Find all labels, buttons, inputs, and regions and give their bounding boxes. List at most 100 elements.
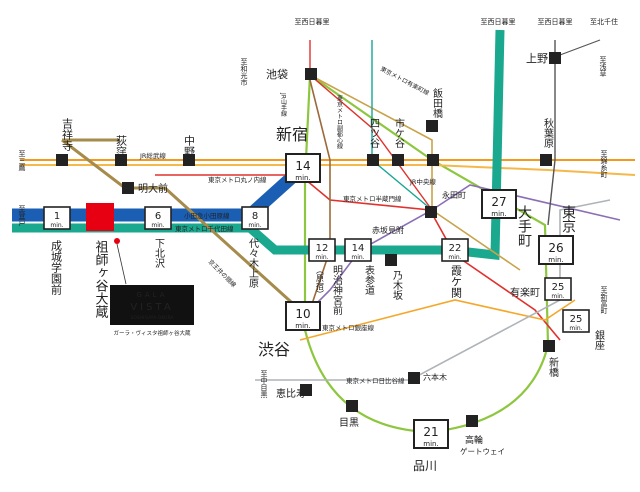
- station-yurakucho: 有楽町: [510, 286, 540, 299]
- station-yotsuya: 四ツ谷: [368, 118, 380, 149]
- unit-label: min.: [295, 174, 310, 182]
- fukutoshin-line: [309, 79, 331, 311]
- station-kasumigaseki: 霞ケ関: [450, 265, 463, 298]
- minutes-tokyo: 26: [548, 241, 563, 255]
- dir-kita-senju: 至北千住: [590, 17, 618, 26]
- ginza-line: [299, 299, 576, 341]
- station-shinagawa: 品川: [413, 459, 437, 473]
- logo-sub: SOSHIGAYA-OKURA: [131, 315, 175, 321]
- logo-main: VISTA: [130, 302, 173, 313]
- minute-box-omotesando: 14 min.: [344, 238, 372, 262]
- logo-top: GALA: [136, 291, 167, 299]
- dir-wako: 至和光市: [240, 58, 248, 87]
- station-tokyo: 東京: [560, 205, 576, 233]
- keio-line: [61, 138, 302, 312]
- station-nagatacho: 永田町: [442, 190, 466, 200]
- minutes-shinagawa: 21: [423, 425, 438, 439]
- station-takanawa-gateway: 高輪: [465, 434, 483, 446]
- unit-label: min.: [548, 256, 563, 264]
- station-ginza: 銀座: [593, 329, 605, 350]
- minutes-kasumigaseki: 22: [449, 243, 462, 254]
- unit-label: min.: [569, 325, 582, 332]
- minute-box-shibuya: 10 min.: [285, 301, 321, 331]
- minute-box-seijogakuenmae: 1 min.: [43, 206, 71, 230]
- label-hibiya: 東京メトロ日比谷線: [346, 376, 405, 385]
- unit-label: min.: [491, 210, 506, 218]
- minute-box-ginza: 25 min.: [562, 309, 590, 333]
- station-ueno: 上野: [526, 52, 548, 65]
- station-seijogakuenmae: 成城学園前: [50, 240, 63, 296]
- dir-nishi-nippori-center: 至西日暮里: [481, 17, 516, 26]
- station-iidabashi: 飯田橋: [431, 87, 443, 119]
- minute-box-otemachi: 27 min.: [481, 189, 517, 219]
- label-ginza: 東京メトロ銀座線: [322, 323, 375, 332]
- minutes-omotesando: 14: [352, 243, 365, 254]
- unit-label: min.: [448, 254, 461, 261]
- unit-label: min.: [423, 440, 438, 448]
- label-chiyoda: 東京メトロ千代田線: [175, 224, 234, 233]
- dir-mitaka: 至三鷹: [18, 150, 26, 172]
- ueno-line: [547, 40, 556, 226]
- minutes-yurakucho: 25: [552, 282, 565, 293]
- property-leader: [116, 243, 127, 285]
- unit-label: min.: [351, 254, 364, 261]
- minute-box-shinjuku: 14 min.: [285, 153, 321, 183]
- dir-kinshicho: 至錦糸町: [600, 150, 608, 178]
- station-kichijoji: 吉祥寺: [61, 118, 74, 151]
- station-shimokitazawa: 下北沢: [153, 238, 165, 269]
- label-keio: 京王井の頭線: [207, 258, 238, 289]
- station-roppongi: 六本木: [423, 372, 447, 382]
- minutes-ginza: 25: [570, 314, 583, 325]
- station-meidaimae: 明大前: [138, 182, 168, 195]
- unit-label: min.: [315, 254, 328, 261]
- minutes-shinjuku: 14: [295, 159, 310, 173]
- minutes-seijogakuenmae: 1: [54, 211, 60, 222]
- station-ogikubo: 荻窪: [115, 135, 128, 157]
- label-hanzomon: 東京メトロ半蔵門線: [343, 194, 402, 203]
- station-akihabara: 秋葉原: [542, 117, 554, 148]
- minute-box-yurakucho: 25 min.: [544, 277, 572, 301]
- minute-box-kasumigaseki: 22 min.: [441, 238, 469, 262]
- station-nakano: 中野: [183, 135, 196, 157]
- unit-label: min.: [248, 222, 261, 229]
- station-meiji-jingumae: 明治神宮前: [331, 265, 343, 316]
- dir-nishi-nippori-top: 至西日暮里: [295, 17, 330, 26]
- station-ikebukuro: 池袋: [266, 67, 288, 81]
- label-odakyu: 小田急小田原線: [184, 211, 230, 220]
- minute-box-shinagawa: 21 min.: [413, 419, 449, 449]
- unit-label: min.: [551, 293, 564, 300]
- station-takanawa-gateway-2: ゲートウェイ: [460, 447, 505, 456]
- sobu-line: [20, 164, 636, 176]
- station-harajuku: （原宿）: [316, 266, 325, 298]
- minute-box-tokyo: 26 min.: [538, 235, 574, 265]
- unit-label: min.: [50, 222, 63, 229]
- station-yoyogi-uehara: 代々木上原: [247, 238, 259, 288]
- station-otemachi: 大手町: [516, 205, 532, 247]
- dir-todoro: 至登戸: [18, 205, 26, 227]
- dir-nishi-nippori-right: 至西日暮里: [538, 17, 573, 26]
- station-nodes: [56, 52, 561, 427]
- dir-asakusa: 至浅草: [599, 56, 607, 78]
- logo-caption: ガーラ・ヴィスタ祖師ヶ谷大蔵: [113, 329, 191, 337]
- minutes-shibuya: 10: [295, 307, 310, 321]
- ueno-line-2: [559, 39, 601, 56]
- station-meguro: 目黒: [339, 417, 359, 429]
- station-soshigaya-okura: 祖師ヶ谷大蔵: [93, 240, 109, 318]
- station-nogizaka: 乃木坂: [391, 270, 403, 301]
- station-ichigaya: 市ケ谷: [393, 117, 405, 149]
- label-yurakucho: 東京メトロ有楽町線: [379, 65, 430, 97]
- dir-shintoshin: 至新富町: [600, 286, 608, 314]
- station-shinjuku: 新宿: [276, 125, 308, 144]
- unit-label: min.: [295, 322, 310, 330]
- station-ebisu: 恵比寿: [276, 387, 306, 400]
- minutes-shimokitazawa: 6: [155, 211, 161, 222]
- label-yamanote: JR山手線: [280, 92, 287, 117]
- label-marunouchi: 東京メトロ丸ノ内線: [208, 175, 267, 184]
- label-jr-chuo: JR中央線: [409, 177, 436, 186]
- station-shibuya: 渋谷: [258, 340, 290, 359]
- station-omotesando: 表参道: [363, 264, 375, 295]
- marunouchi-line-2: [309, 40, 433, 211]
- minutes-yoyogi-uehara: 8: [252, 211, 258, 222]
- minutes-meiji-jingumae: 12: [316, 243, 329, 254]
